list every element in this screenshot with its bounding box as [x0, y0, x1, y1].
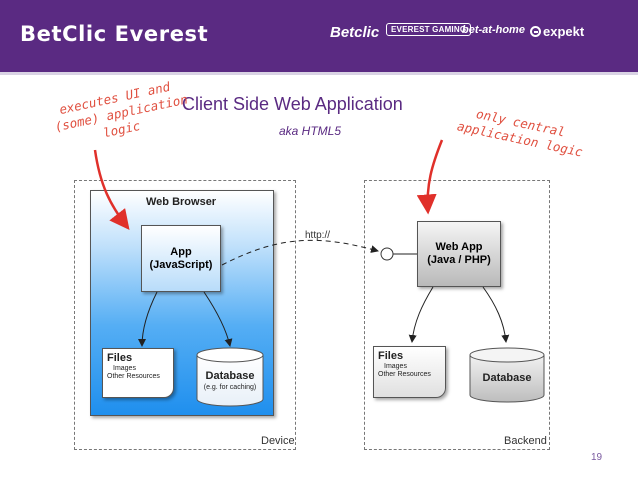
server-files-line: Images [384, 363, 407, 370]
client-database-title: Database [205, 370, 255, 382]
server-files-line: Other Resources [378, 371, 431, 378]
client-database-cylinder [196, 347, 264, 407]
client-app-title: App [170, 245, 192, 258]
server-note-arrow [416, 139, 444, 215]
server-app-box: Web App (Java / PHP) [417, 221, 501, 287]
partner-logo-betclic: Betclic [330, 24, 380, 41]
client-files-title: Files [107, 352, 133, 364]
client-app-to-files-arrow [138, 291, 158, 347]
page-number: 19 [591, 452, 603, 463]
backend-label: Backend [504, 435, 547, 447]
http-connector-line [221, 239, 379, 266]
interface-socket [380, 247, 394, 261]
backend-zone [364, 180, 550, 450]
http-protocol-label: http:// [305, 230, 331, 241]
server-app-to-db-arrow [482, 286, 510, 343]
web-browser-label: Web Browser [146, 196, 217, 208]
partner-logo-expekt: expekt [530, 24, 584, 39]
server-app-subtitle: (Java / PHP) [427, 254, 491, 266]
expekt-icon [530, 26, 541, 37]
partner-logo-bet-at-home: bet-at-home [462, 24, 525, 36]
server-files-title: Files [378, 350, 404, 362]
slide-subtitle: aka HTML5 [279, 124, 342, 138]
server-files-document: Files Images Other Resources [373, 346, 446, 398]
client-files-line: Other Resources [107, 373, 160, 380]
header-bar: BetClic Everest Betclic EVEREST GAMING b… [0, 0, 638, 75]
client-note-arrow [93, 149, 130, 230]
client-app-subtitle: (JavaScript) [149, 258, 213, 271]
client-files-line: Images [113, 365, 136, 372]
brand-logo: BetClic Everest [20, 22, 209, 46]
device-label: Device [261, 435, 295, 447]
client-database-subtitle: (e.g. for caching) [203, 384, 257, 391]
client-files-document: Files Images Other Resources [102, 348, 174, 398]
server-app-to-files-arrow [408, 286, 434, 343]
slide-title: Client Side Web Application [182, 94, 403, 114]
server-app-title: Web App [435, 241, 483, 253]
partner-logo-everest-gaming: EVEREST GAMING [386, 23, 472, 36]
partner-logo-expekt-text: expekt [543, 24, 585, 39]
client-app-to-db-arrow [203, 291, 233, 347]
device-zone [74, 180, 296, 450]
server-database-cylinder [469, 347, 545, 403]
server-database-title: Database [482, 372, 532, 384]
client-app-box: App (JavaScript) [141, 225, 221, 292]
